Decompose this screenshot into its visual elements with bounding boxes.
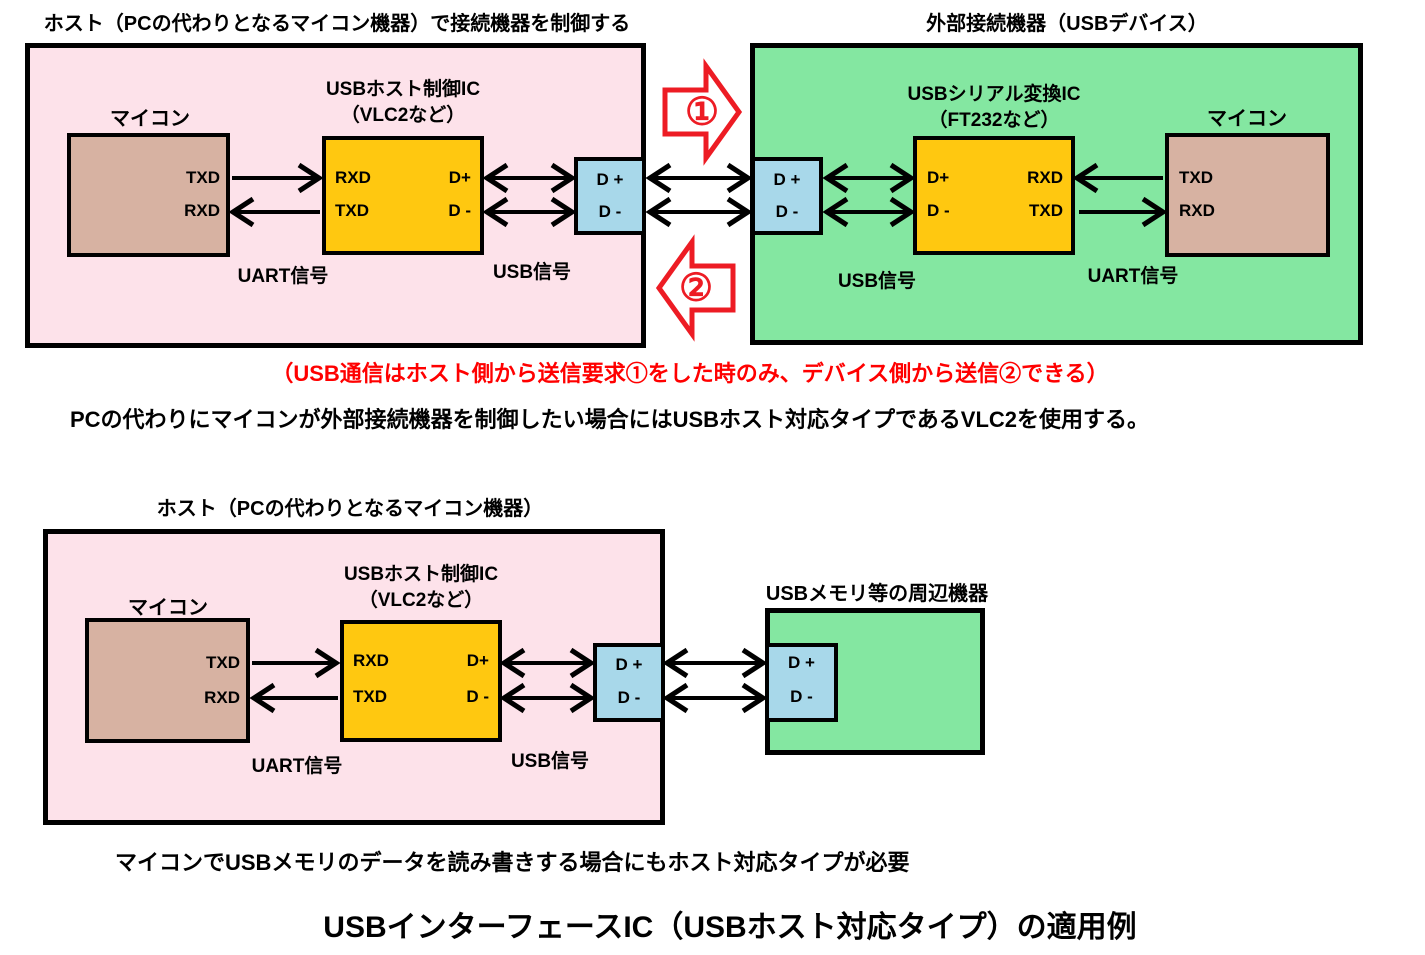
top-device-serial-ic-box — [913, 136, 1075, 255]
footer-title: USBインターフェースIC（USBホスト対応タイプ）の適用例 — [323, 911, 1137, 944]
top-device-ic-pin-dminus: D - — [927, 201, 950, 220]
vlc2-usage-note: PCの代わりにマイコンが外部接続機器を制御したい場合にはUSBホスト対応タイプで… — [70, 407, 1150, 432]
top-device-mcu-pin-txd: TXD — [1179, 168, 1213, 187]
top-device-ic-title-line1: USBシリアル変換IC — [907, 84, 1081, 105]
bottom-peripheral-usb-port-box — [765, 643, 838, 722]
bottom-host-ic-title-line2: （VLC2など） — [358, 590, 484, 611]
top-device-title: 外部接続機器（USBデバイス） — [926, 13, 1208, 35]
response-arrow-number: ② — [678, 267, 714, 310]
top-device-port-pin-dplus: D + — [773, 170, 801, 189]
top-host-port-pin-dminus: D - — [598, 202, 622, 221]
top-cable-dminus-arrow — [645, 196, 753, 228]
bottom-note: マイコンでUSBメモリのデータを読み書きする場合にもホスト対応タイプが必要 — [115, 850, 910, 875]
bottom-host-ic-pin-dplus: D+ — [466, 651, 489, 670]
top-device-mcu-pin-rxd: RXD — [1179, 201, 1215, 220]
top-device-usb-port-box — [751, 157, 823, 235]
usb-rule-note: （USB通信はホスト側から送信要求①をした時のみ、デバイス側から送信②できる） — [271, 361, 1109, 386]
top-host-mcu-pin-rxd: RXD — [184, 201, 220, 220]
bottom-cable-dplus-arrow — [662, 647, 768, 679]
top-host-usb-ic-box — [322, 136, 484, 255]
bottom-peripheral-title: USBメモリ等の周辺機器 — [765, 583, 989, 605]
top-host-ic-pin-rxd: RXD — [335, 168, 371, 187]
top-host-ic-pin-dminus: D - — [448, 201, 471, 220]
top-host-mcu-pin-txd: TXD — [186, 168, 220, 187]
top-device-mcu-label: マイコン — [1207, 108, 1287, 130]
top-device-ic-pin-rxd: RXD — [1027, 168, 1063, 187]
top-host-ic-pin-txd: TXD — [335, 201, 369, 220]
bottom-host-ic-pin-txd: TXD — [353, 687, 387, 706]
bottom-host-uart-signal-label: UART信号 — [251, 756, 343, 777]
request-arrow-number: ① — [684, 91, 720, 134]
bottom-host-ic-pin-rxd: RXD — [353, 651, 389, 670]
bottom-host-usb-ic-box — [340, 620, 502, 742]
bottom-host-port-pin-dminus: D - — [617, 688, 641, 707]
top-host-uart-signal-label: UART信号 — [237, 266, 329, 287]
bottom-cable-dminus-arrow — [662, 682, 768, 714]
top-device-uart-signal-label: UART信号 — [1087, 266, 1179, 287]
bottom-host-mcu-label: マイコン — [128, 597, 208, 619]
bottom-host-ic-title-line1: USBホスト制御IC — [343, 564, 499, 585]
top-host-usb-port-box — [574, 157, 646, 235]
top-host-mcu-label: マイコン — [110, 108, 190, 130]
bottom-peripheral-port-pin-dplus: D + — [788, 653, 815, 672]
bottom-host-usb-port-box — [593, 643, 665, 722]
top-host-title: ホスト（PCの代わりとなるマイコン機器）で接続機器を制御する — [43, 13, 631, 35]
bottom-host-title: ホスト（PCの代わりとなるマイコン機器） — [156, 498, 544, 520]
top-device-ic-pin-dplus: D+ — [927, 168, 950, 187]
top-device-mcu-box — [1165, 133, 1330, 257]
bottom-host-mcu-pin-rxd: RXD — [204, 688, 240, 707]
bottom-host-mcu-pin-txd: TXD — [206, 653, 240, 672]
top-host-ic-title-line1: USBホスト制御IC — [325, 79, 481, 100]
bottom-host-mcu-box — [85, 618, 250, 743]
top-host-port-pin-dplus: D + — [596, 170, 624, 189]
top-host-usb-signal-label: USB信号 — [492, 262, 572, 283]
top-host-ic-title-line2: （VLC2など） — [340, 105, 466, 126]
bottom-host-ic-pin-dminus: D - — [466, 687, 489, 706]
top-device-usb-signal-label: USB信号 — [837, 271, 917, 292]
bottom-peripheral-port-pin-dminus: D - — [790, 687, 813, 706]
bottom-host-port-pin-dplus: D + — [615, 655, 643, 674]
top-device-port-pin-dminus: D - — [775, 202, 799, 221]
bottom-host-usb-signal-label: USB信号 — [510, 751, 590, 772]
top-cable-dplus-arrow — [645, 162, 753, 194]
top-device-ic-pin-txd: TXD — [1029, 201, 1063, 220]
top-host-mcu-box — [67, 133, 230, 257]
top-device-ic-title-line2: （FT232など） — [928, 110, 1060, 131]
top-host-ic-pin-dplus: D+ — [448, 168, 471, 187]
